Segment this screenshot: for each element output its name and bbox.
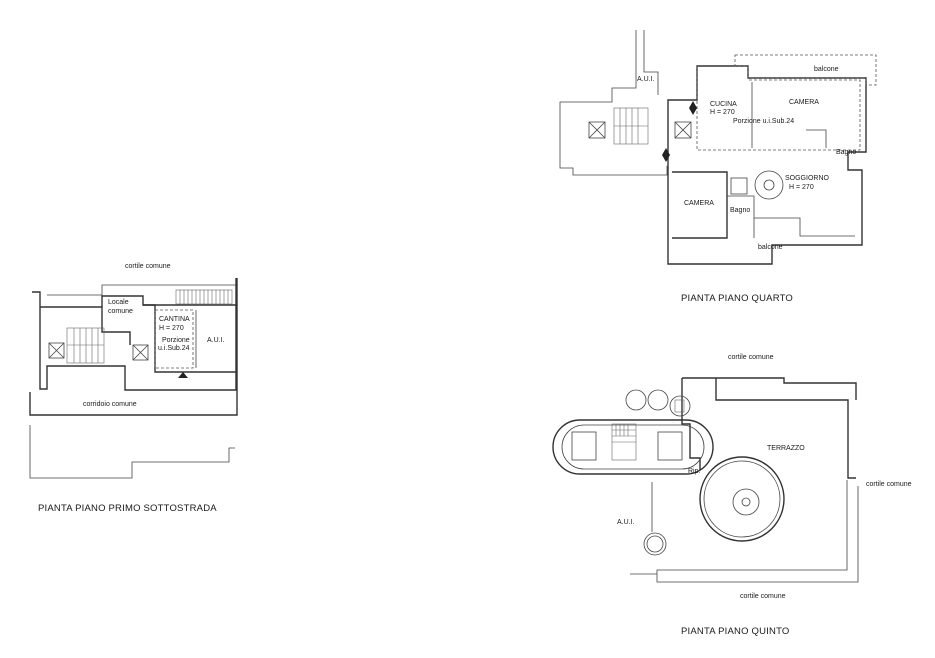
shaft-box: [730, 177, 748, 195]
label-terrazzo: TERRAZZO: [767, 445, 805, 452]
small-round-3: [669, 395, 691, 417]
spiral-stair-quinto-core: [741, 497, 751, 507]
title-quarto: PIANTA PIANO QUARTO: [681, 293, 793, 304]
label-bagno-left: Bagno: [730, 207, 750, 214]
aui-outline: [559, 30, 668, 176]
quinto-top-wall: [682, 377, 857, 400]
label-cucina-height: H = 270: [710, 109, 735, 116]
upper-wall: [47, 284, 236, 296]
terrazzo-bottom-wall: [656, 480, 859, 583]
plan-quinto: cortile comune Rip. TERRAZZO cort: [552, 354, 912, 637]
apartment-outline: [667, 65, 867, 265]
label-bagno-right: Bagno: [836, 149, 856, 156]
label-aui-quarto: A.U.I.: [637, 76, 655, 83]
label-comune: comune: [108, 308, 133, 315]
label-porzione-quarto: Porzione u.i.Sub.24: [733, 118, 794, 125]
label-soggiorno: SOGGIORNO: [785, 175, 830, 182]
terrazzo-top-wall: [715, 378, 856, 479]
spiral-stair-core: [763, 179, 775, 191]
oval-inner: [561, 424, 705, 470]
stairs-quarto: [613, 107, 649, 145]
label-camera-left: CAMERA: [684, 200, 714, 207]
label-cucina: CUCINA: [710, 101, 737, 108]
small-round-bottom-inner: [646, 535, 664, 553]
label-cortile-bottom: cortile comune: [740, 593, 786, 600]
label-aui-quinto: A.U.I.: [617, 519, 635, 526]
spiral-stair-icon: [754, 170, 784, 200]
camera-left-room: [672, 171, 728, 239]
label-cantina: CANTINA: [159, 316, 190, 323]
lower-boundary: [29, 425, 235, 479]
terrazzo-left-wall: [681, 378, 701, 470]
label-soggiorno-height: H = 270: [789, 184, 814, 191]
shaft-quinto: [674, 399, 685, 413]
entrance-marker-icon: [689, 101, 697, 115]
title-primo-sottostrada: PIANTA PIANO PRIMO SOTTOSTRADA: [38, 503, 217, 514]
small-round-1: [625, 389, 647, 411]
oval-room-left: [571, 431, 597, 461]
porzione-outline-quarto: [696, 66, 861, 151]
label-cortile-top: cortile comune: [728, 354, 774, 361]
label-cortile-comune: cortile comune: [125, 263, 171, 270]
stair-wall: [40, 306, 131, 345]
stairs-left: [66, 327, 105, 364]
round-terrace-inner: [703, 460, 781, 538]
label-corridoio: corridoio comune: [83, 401, 137, 408]
corridor-outline: [29, 278, 238, 416]
lift-box-right: [132, 344, 149, 361]
small-round-bottom: [643, 532, 667, 556]
label-balcone-bottom: balcone: [758, 244, 783, 251]
label-aui: A.U.I.: [207, 337, 225, 344]
lift-box-left: [48, 342, 65, 359]
entrance-arrow-icon: [178, 372, 188, 378]
label-cantina-height: H = 270: [159, 325, 184, 332]
oval-structure: [552, 419, 714, 475]
bagno-left-room: [727, 195, 755, 238]
label-porzione-sub: u.i.Sub.24: [158, 345, 190, 352]
porzione-outline: [154, 309, 194, 369]
lift-box-quarto-right: [674, 121, 692, 139]
aui-shaft: [643, 30, 659, 95]
balcone-top-outline: [734, 54, 877, 86]
label-camera-top: CAMERA: [789, 99, 819, 106]
stairs-top: [175, 289, 233, 305]
bagno-wall: [806, 129, 827, 148]
label-rip: Rip.: [688, 468, 701, 475]
plan-primo-sottostrada: cortile comune: [29, 263, 238, 514]
label-cortile-right: cortile comune: [866, 481, 912, 488]
small-round-2: [647, 389, 669, 411]
round-terrace-circle: [699, 456, 785, 542]
oval-room-right: [657, 431, 683, 461]
label-balcone-top: balcone: [814, 66, 839, 73]
plan-quarto: A.U.I. balcone CUCINA H = 270 CAMERA Por…: [559, 30, 877, 304]
label-locale: Locale: [108, 299, 129, 306]
label-porzione: Porzione: [162, 337, 190, 344]
spiral-stair-quinto-icon: [732, 488, 760, 516]
title-quinto: PIANTA PIANO QUINTO: [681, 626, 790, 637]
stairs-quinto: [611, 423, 637, 461]
lift-box-quarto-left: [588, 121, 606, 139]
outer-wall: [32, 278, 237, 391]
soggiorno-lower-wall: [754, 217, 855, 237]
entrance-marker-icon-2: [662, 148, 670, 162]
